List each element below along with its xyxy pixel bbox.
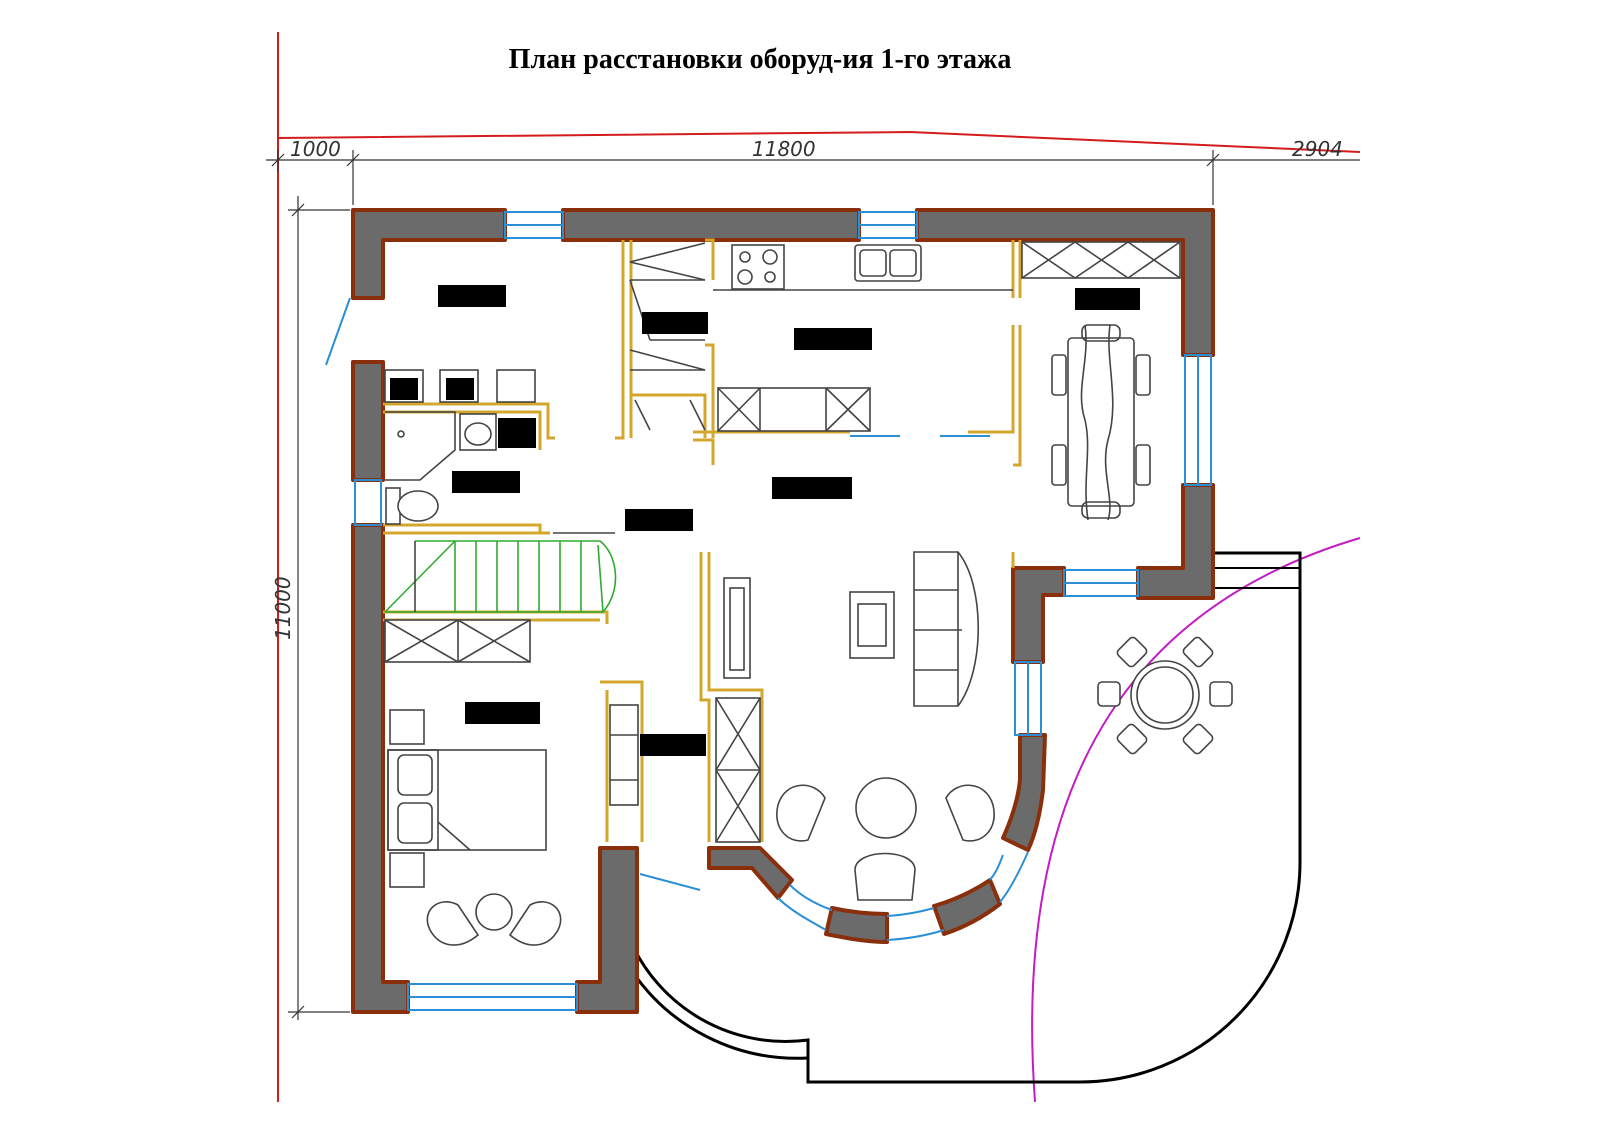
plan-title: План расстановки оборуд-ия 1-го этажа	[508, 44, 1012, 75]
wardrobe	[609, 577, 761, 843]
living-room-furniture	[776, 551, 995, 901]
setback-arc	[1031, 537, 1361, 1103]
dim-top-right: 2904	[1292, 137, 1343, 161]
dim-top-main: 11800	[752, 137, 816, 161]
dining-area	[1021, 241, 1181, 521]
property-boundary	[277, 32, 1361, 1102]
terrace-round-table	[1097, 636, 1233, 755]
room-labels	[438, 285, 1140, 756]
dim-left-side: 11000	[271, 576, 295, 640]
bathroom-fixtures	[384, 369, 536, 525]
staircase	[384, 532, 617, 663]
bedroom-furniture	[387, 709, 562, 946]
exterior-walls	[351, 208, 1215, 1014]
interior-partitions	[383, 238, 1022, 842]
dimension-lines	[266, 150, 1360, 1020]
terrace	[628, 551, 1302, 1084]
dim-top-left: 1000	[290, 137, 341, 161]
windows	[325, 211, 1212, 1011]
kitchen-fixtures	[629, 242, 1013, 432]
